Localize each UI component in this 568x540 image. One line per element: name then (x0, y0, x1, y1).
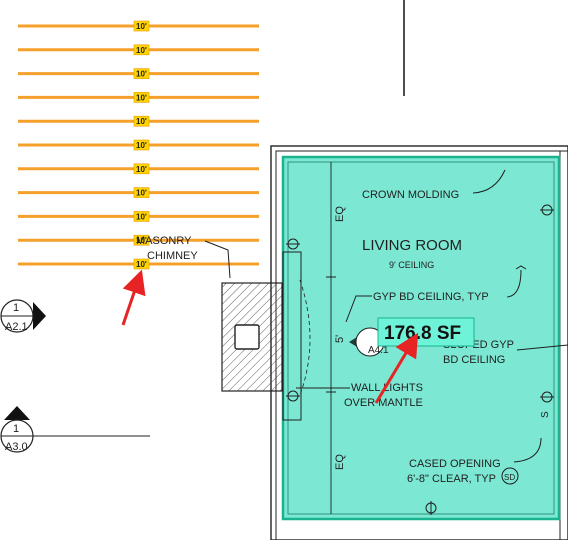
masonry-label-1: MASONRY (136, 235, 192, 247)
dimension-lines: 10' 10' 10' 10' 10' 10' 10' 10' 10' 10' 10' (18, 20, 259, 270)
five-ft-label: 5' (334, 335, 346, 343)
crown-molding-label: CROWN MOLDING (362, 189, 459, 201)
svg-text:10': 10' (136, 260, 147, 269)
sloped-label-2: BD CEILING (443, 354, 505, 366)
annotation-arrow (121, 269, 146, 326)
section-marker-a30[interactable]: 1 A3.0 (0, 406, 150, 453)
dimension-label: 10' (133, 211, 150, 222)
elevation-marker-sheet: A4.1 (368, 345, 389, 356)
section-sheet: A2.1 (5, 321, 28, 333)
elevation-marker[interactable]: A4.1 (349, 327, 389, 357)
svg-text:10': 10' (136, 236, 147, 245)
dimension-label: 10' (133, 187, 150, 198)
svg-text:10': 10' (136, 141, 147, 150)
annotation-arrow (374, 332, 419, 404)
ceiling-height-label: 9' CEILING (389, 260, 434, 270)
dimension-label: 10' (133, 163, 150, 175)
outlet-symbols (286, 204, 554, 515)
cased-opening-label-1: CASED OPENING (409, 458, 501, 470)
switch-label: S (540, 411, 551, 418)
area-measurement-label[interactable]: 176.8 SF (377, 317, 475, 347)
room-name-label: LIVING ROOM (362, 237, 462, 254)
svg-text:10': 10' (136, 46, 147, 55)
svg-text:10': 10' (136, 165, 147, 174)
section-number: 1 (13, 423, 19, 435)
svg-text:10': 10' (136, 22, 147, 31)
section-marker-a21[interactable]: 1 A2.1 (0, 299, 46, 333)
svg-text:10': 10' (136, 93, 147, 102)
dimension-label: 10' (133, 234, 150, 246)
dimension-label: 10' (133, 68, 150, 79)
gyp-bd-label: GYP BD CEILING, TYP (373, 291, 489, 303)
area-value-text: 176.8 SF (384, 323, 461, 344)
dimension-label: 10' (133, 44, 150, 56)
wall-lights-label-2: OVER MANTLE (344, 397, 423, 409)
dimension-label: 10' (133, 20, 150, 32)
dimension-label: 10' (133, 115, 150, 127)
svg-text:10': 10' (136, 212, 147, 221)
section-number: 1 (13, 302, 19, 314)
svg-text:10': 10' (136, 117, 147, 126)
cased-opening-label-2: 6'-8" CLEAR, TYP (407, 473, 496, 485)
svg-text:10': 10' (136, 189, 147, 198)
masonry-label-2: CHIMNEY (147, 250, 198, 262)
eq-top-label: EQ (334, 206, 346, 222)
masonry-chimney (221, 251, 302, 421)
interior-dimension-string: EQ 5' EQ (326, 162, 346, 514)
smoke-detector-label: SD (504, 473, 515, 482)
dimension-label: 10' (133, 139, 150, 151)
dimension-label: 10' (133, 258, 150, 270)
section-sheet: A3.0 (5, 441, 28, 453)
dimension-label: 10' (133, 92, 150, 103)
wall-lights-label-1: WALL LIGHTS (351, 382, 423, 394)
svg-text:10': 10' (136, 70, 147, 79)
eq-bottom-label: EQ (334, 454, 346, 470)
